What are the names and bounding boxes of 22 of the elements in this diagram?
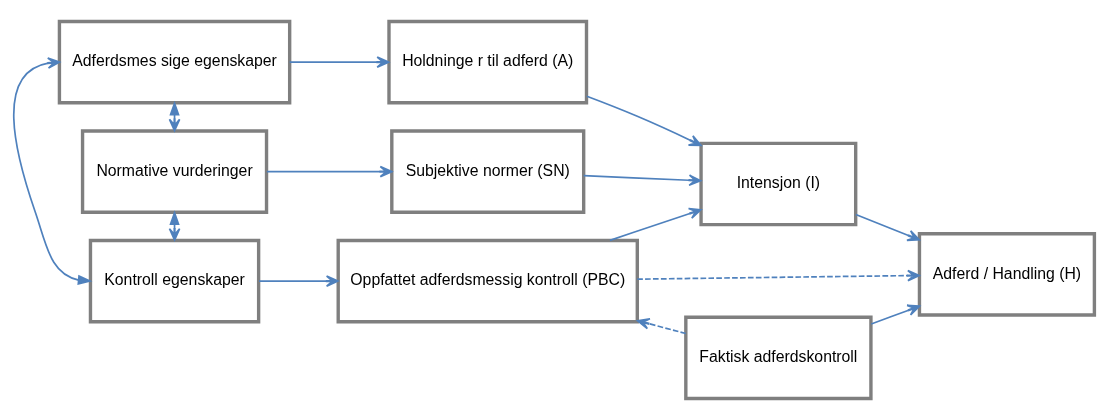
arrow	[636, 269, 921, 282]
arrow	[288, 55, 390, 68]
node-box: Oppfattet adferdsmessig kontroll (PBC)	[336, 238, 639, 323]
node-box: Adferdsmes sige egenskaper	[57, 19, 292, 104]
arrow	[870, 304, 921, 325]
arrow	[854, 213, 921, 241]
arrow	[266, 165, 393, 178]
arrow	[12, 56, 93, 285]
node-box: Normative vurderinger	[80, 128, 269, 214]
node-box: Faktisk adferdskontroll	[684, 315, 873, 400]
node-box: Adferd / Handling (H)	[917, 231, 1097, 317]
node-box: Holdninge r til adferd (A)	[387, 19, 589, 104]
node-box: Kontroll egenskaper	[88, 238, 261, 323]
arrow	[636, 317, 687, 334]
node-box: Subjektive normer (SN)	[390, 128, 586, 214]
arrow	[585, 94, 702, 146]
arrow	[168, 100, 181, 131]
node-box: Intensjon (I)	[699, 141, 858, 226]
arrow	[582, 173, 702, 186]
arrow	[258, 274, 339, 287]
arrow	[168, 209, 181, 241]
arrow	[609, 207, 702, 241]
